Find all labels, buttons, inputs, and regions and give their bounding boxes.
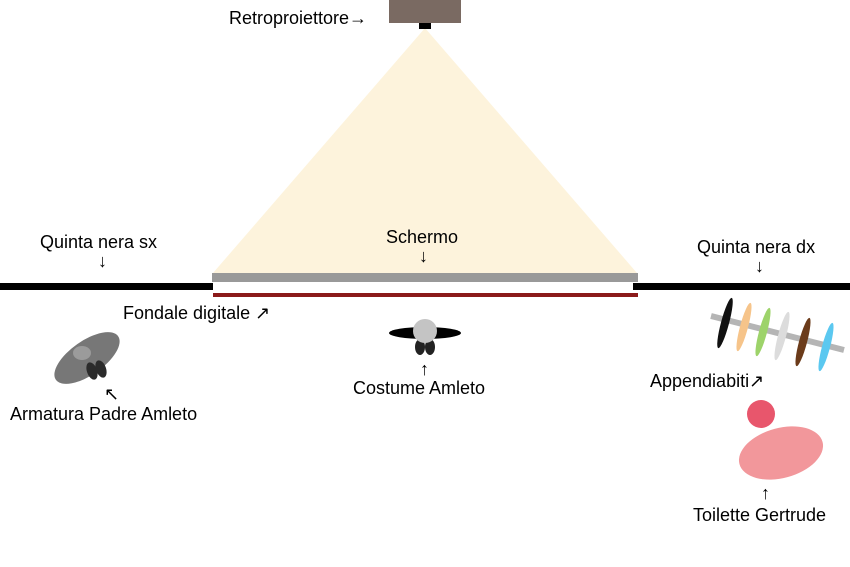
- projector-light-cone: [213, 28, 637, 273]
- costume-label: Costume Amleto: [353, 378, 486, 398]
- wing-right-arrow: ↓: [755, 256, 764, 276]
- backdrop-label: Fondale digitale ↗: [123, 303, 271, 323]
- toilette-stool: [747, 400, 775, 428]
- hanger-black: [717, 297, 733, 349]
- toilette-table: [738, 426, 824, 480]
- wing-left: [0, 283, 213, 290]
- projector-label: Retroproiettore→: [229, 8, 368, 28]
- toilette-label: Toilette Gertrude: [693, 505, 827, 525]
- wing-right: [633, 283, 850, 290]
- projector: [389, 0, 461, 23]
- wing-left-label: Quinta nera sx: [40, 232, 158, 252]
- hanger-blue: [818, 322, 834, 372]
- costume-arrow: ↑: [420, 359, 429, 379]
- projector-lens: [419, 23, 431, 29]
- toilette-arrow: ↑: [761, 483, 770, 503]
- armor-foot-left: [86, 362, 98, 380]
- hanger-peach: [736, 302, 752, 352]
- hanger-green: [755, 307, 771, 357]
- screen-label: Schermo: [386, 227, 459, 247]
- gertrude-toilette: [738, 400, 824, 480]
- racks-label: Appendiabiti↗: [650, 371, 765, 391]
- hamlet-costume: [389, 319, 461, 355]
- wing-left-arrow: ↓: [98, 251, 107, 271]
- armor-foot-right: [95, 360, 107, 378]
- hanger-white: [774, 311, 790, 361]
- hanger-brown: [795, 317, 811, 367]
- armor-head: [73, 346, 91, 360]
- clothes-rack: [710, 297, 845, 372]
- costume-foot-right: [425, 339, 435, 355]
- digital-backdrop: [213, 293, 638, 297]
- screen-arrow: ↓: [419, 246, 428, 266]
- father-armor: [54, 332, 120, 384]
- armor-label: Armatura Padre Amleto: [10, 404, 198, 424]
- rack-bar: [710, 313, 845, 353]
- costume-head: [413, 319, 437, 343]
- costume-foot-left: [415, 339, 425, 355]
- armor-arrow: ↖: [104, 384, 120, 404]
- wing-right-label: Quinta nera dx: [697, 237, 816, 257]
- projection-screen: [212, 273, 638, 282]
